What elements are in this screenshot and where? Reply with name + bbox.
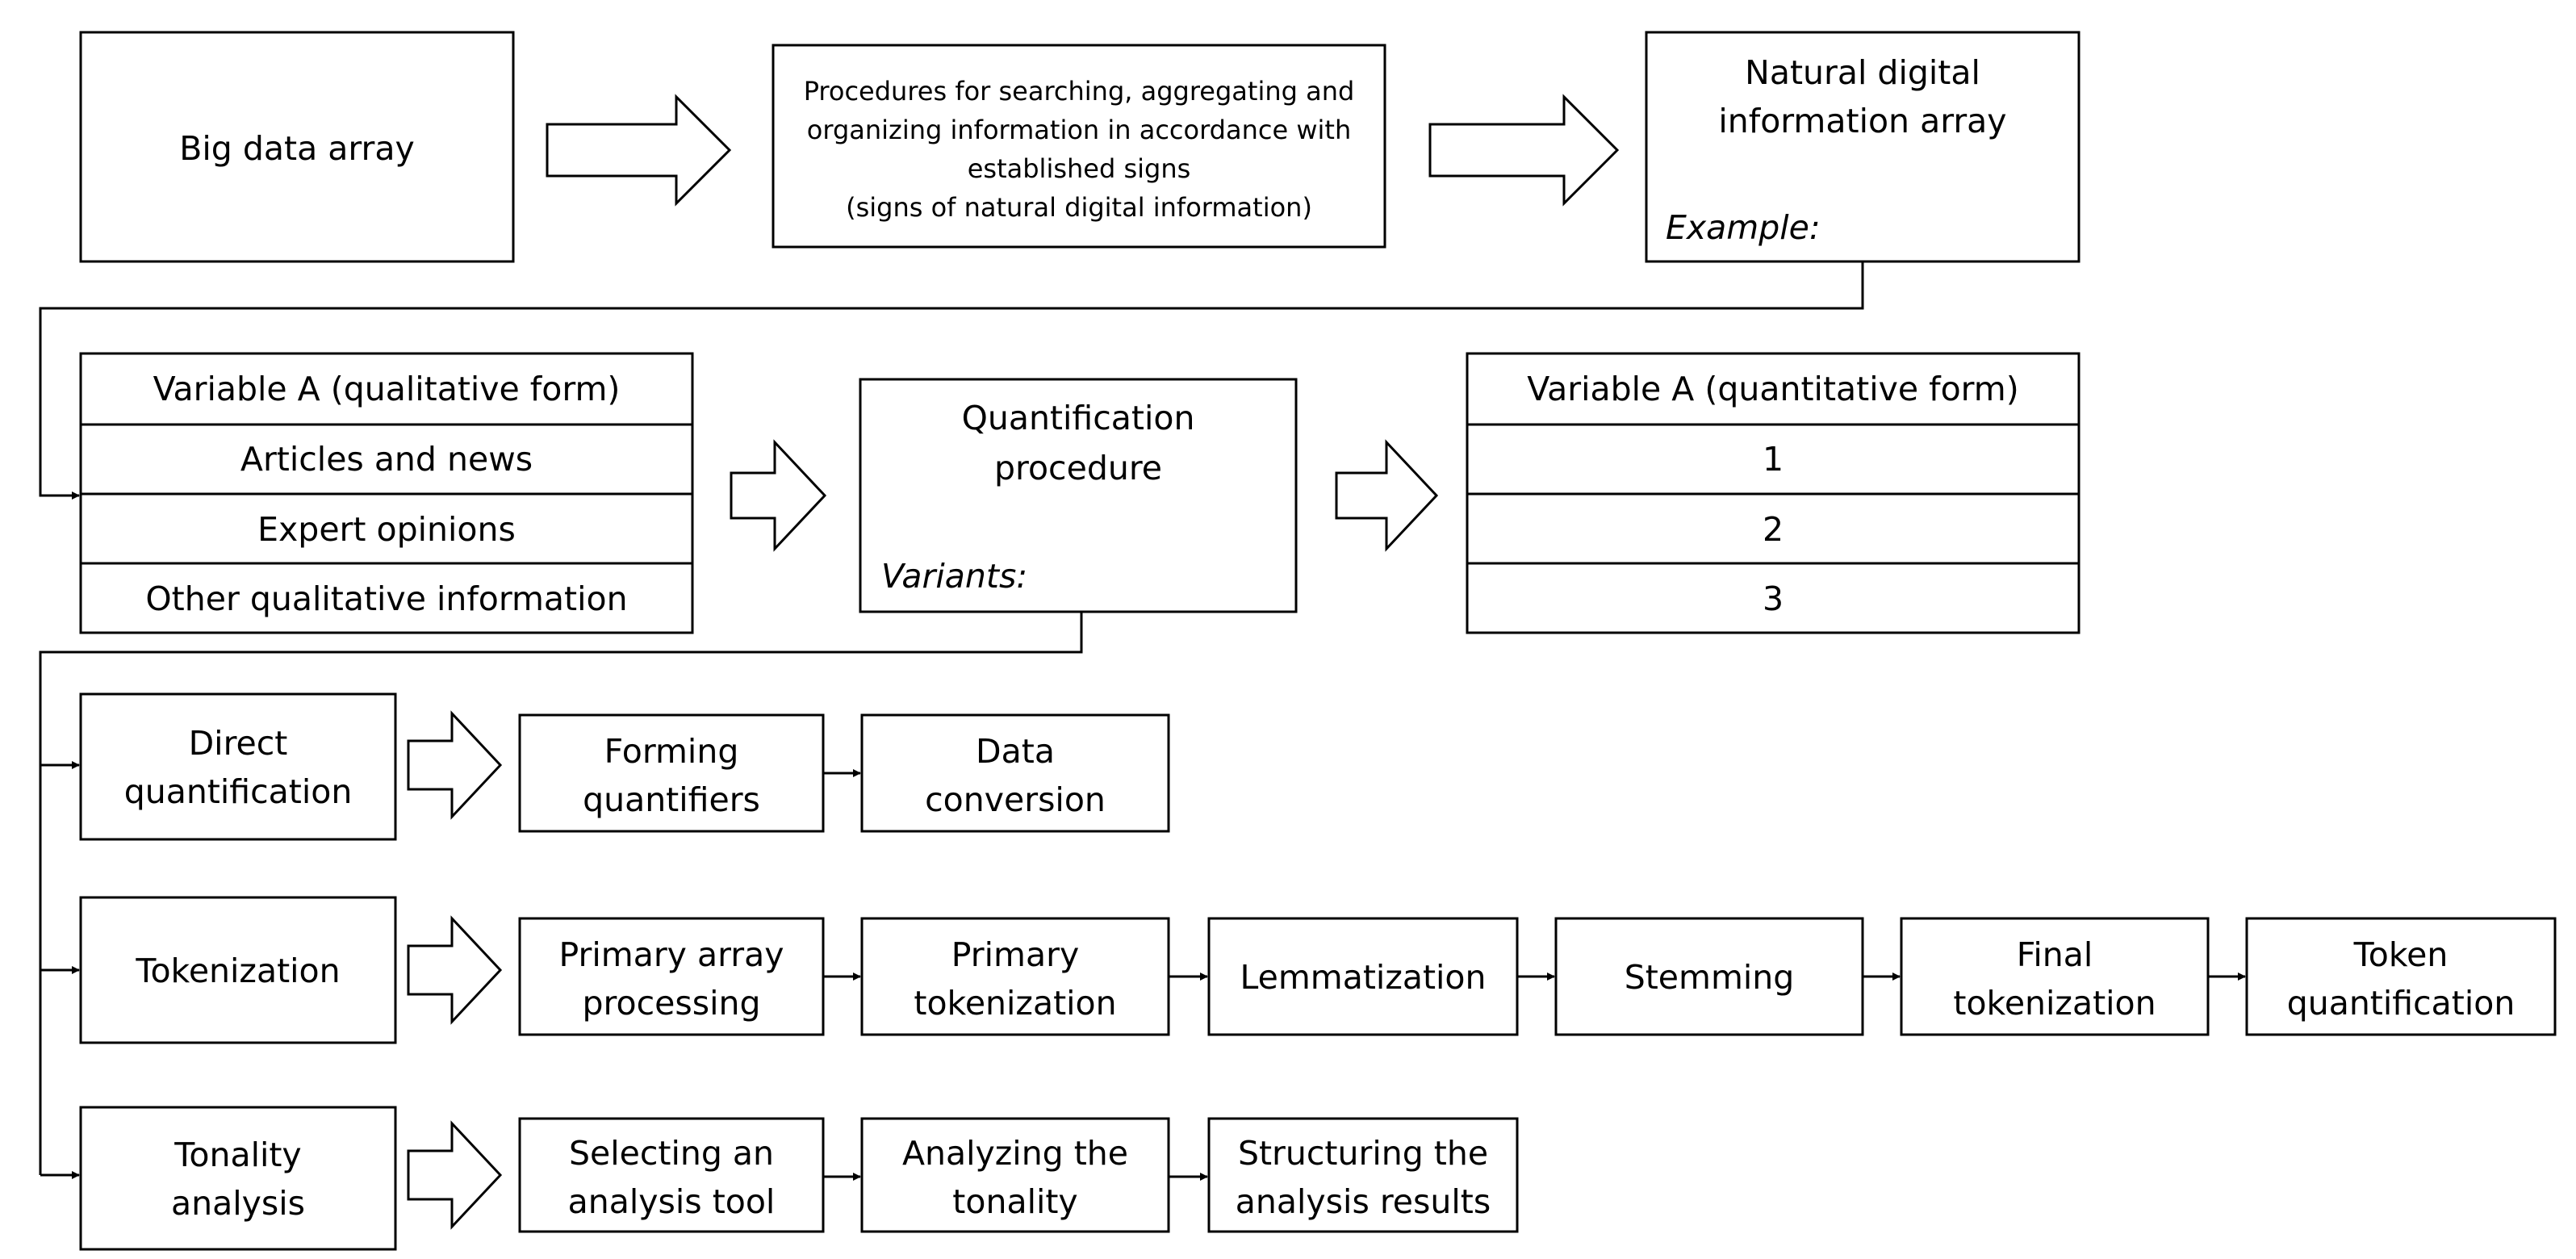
forming-line-1: Forming [604, 732, 739, 771]
qualitative-row-other: Other qualitative information [145, 579, 627, 618]
analyzing-tonality-box: Analyzing the tonality [860, 1117, 1170, 1233]
selecting-line-2: analysis tool [568, 1182, 776, 1221]
variants-label: Variants: [881, 557, 1027, 596]
big-data-array-label: Big data array [179, 129, 414, 168]
forming-line-2: quantifiers [583, 780, 760, 819]
final-tokenization-line-1: Final [2017, 935, 2093, 974]
selecting-tool-box: Selecting an analysis tool [518, 1117, 825, 1233]
conversion-line-2: conversion [925, 780, 1106, 819]
tonality-analysis-box: Tonality analysis [79, 1106, 397, 1251]
primary-array-processing-box: Primary array processing [518, 917, 825, 1036]
analyzing-line-1: Analyzing the [902, 1134, 1128, 1173]
primary-array-line-1: Primary array [559, 935, 784, 974]
token-quantification-line-2: quantification [2287, 984, 2515, 1023]
stemming-label: Stemming [1625, 958, 1795, 997]
lemmatization-label: Lemmatization [1240, 958, 1487, 997]
tonality-line-1: Tonality [174, 1136, 301, 1174]
tonality-line-2: analysis [171, 1184, 305, 1223]
direct-line-1: Direct [189, 724, 288, 763]
arrow-qualitative-to-quantification [730, 439, 827, 552]
arrow-procedures-to-natural-array [1428, 94, 1620, 207]
arrow-tonality-to-selecting [407, 1120, 503, 1230]
primary-tokenization-line-2: tokenization [914, 984, 1116, 1023]
token-quantification-box: Token quantification [2245, 917, 2557, 1036]
natural-array-line-1: Natural digital [1745, 53, 1980, 92]
structuring-results-box: Structuring the analysis results [1207, 1117, 1519, 1233]
quantitative-row-2: 2 [1763, 510, 1784, 549]
procedures-line-3: established signs [968, 153, 1191, 184]
direct-line-2: quantification [124, 772, 353, 811]
lemmatization-box: Lemmatization [1207, 917, 1519, 1036]
qualitative-row-expert: Expert opinions [257, 510, 516, 549]
stemming-box: Stemming [1554, 917, 1864, 1036]
tokenization-box: Tokenization [79, 896, 397, 1044]
arrow-tokenization-to-primary [407, 915, 503, 1025]
tokenization-label: Tokenization [135, 952, 340, 990]
structuring-line-1: Structuring the [1238, 1134, 1488, 1173]
final-tokenization-line-2: tokenization [1953, 984, 2156, 1023]
quantification-line-2: procedure [994, 449, 1162, 487]
qualitative-row-articles: Articles and news [240, 440, 533, 479]
quantitative-header: Variable A (quantitative form) [1527, 370, 2018, 408]
primary-tokenization-line-1: Primary [951, 935, 1079, 974]
natural-array-line-2: information array [1718, 102, 2006, 140]
token-quantification-line-1: Token [2353, 935, 2448, 974]
direct-quantification-box: Direct quantification [79, 692, 397, 841]
analyzing-line-2: tonality [952, 1182, 1077, 1221]
qualitative-header: Variable A (qualitative form) [153, 370, 621, 408]
final-tokenization-box: Final tokenization [1900, 917, 2210, 1036]
connector-example-to-qualitative [39, 261, 1864, 500]
structuring-line-2: analysis results [1236, 1182, 1491, 1221]
forming-quantifiers-box: Forming quantifiers [518, 713, 825, 833]
procedures-line-4: (signs of natural digital information) [846, 192, 1312, 223]
arrow-direct-to-forming [407, 710, 503, 820]
connector-variants-spine [39, 612, 1083, 1175]
procedures-line-1: Procedures for searching, aggregating an… [804, 76, 1355, 107]
quantification-procedure-box: Quantification procedure Variants: [859, 378, 1298, 613]
natural-digital-array-box: Natural digital information array Exampl… [1645, 31, 2080, 263]
example-label: Example: [1666, 208, 1821, 247]
arrow-big-data-to-procedures [546, 94, 732, 207]
quantitative-table: Variable A (quantitative form) 1 2 3 [1466, 352, 2080, 634]
qualitative-table: Variable A (qualitative form) Articles a… [79, 352, 694, 634]
primary-tokenization-box: Primary tokenization [860, 917, 1170, 1036]
big-data-array-box: Big data array [79, 31, 515, 263]
procedures-line-2: organizing information in accordance wit… [807, 115, 1351, 145]
selecting-line-1: Selecting an [569, 1134, 774, 1173]
arrow-quantification-to-quantitative [1335, 439, 1439, 552]
quantification-line-1: Quantification [962, 399, 1195, 437]
quantitative-row-1: 1 [1763, 440, 1784, 479]
primary-array-line-2: processing [583, 984, 761, 1023]
procedures-box: Procedures for searching, aggregating an… [772, 44, 1386, 249]
conversion-line-1: Data [976, 732, 1055, 771]
data-conversion-box: Data conversion [860, 713, 1170, 833]
quantitative-row-3: 3 [1763, 579, 1784, 618]
